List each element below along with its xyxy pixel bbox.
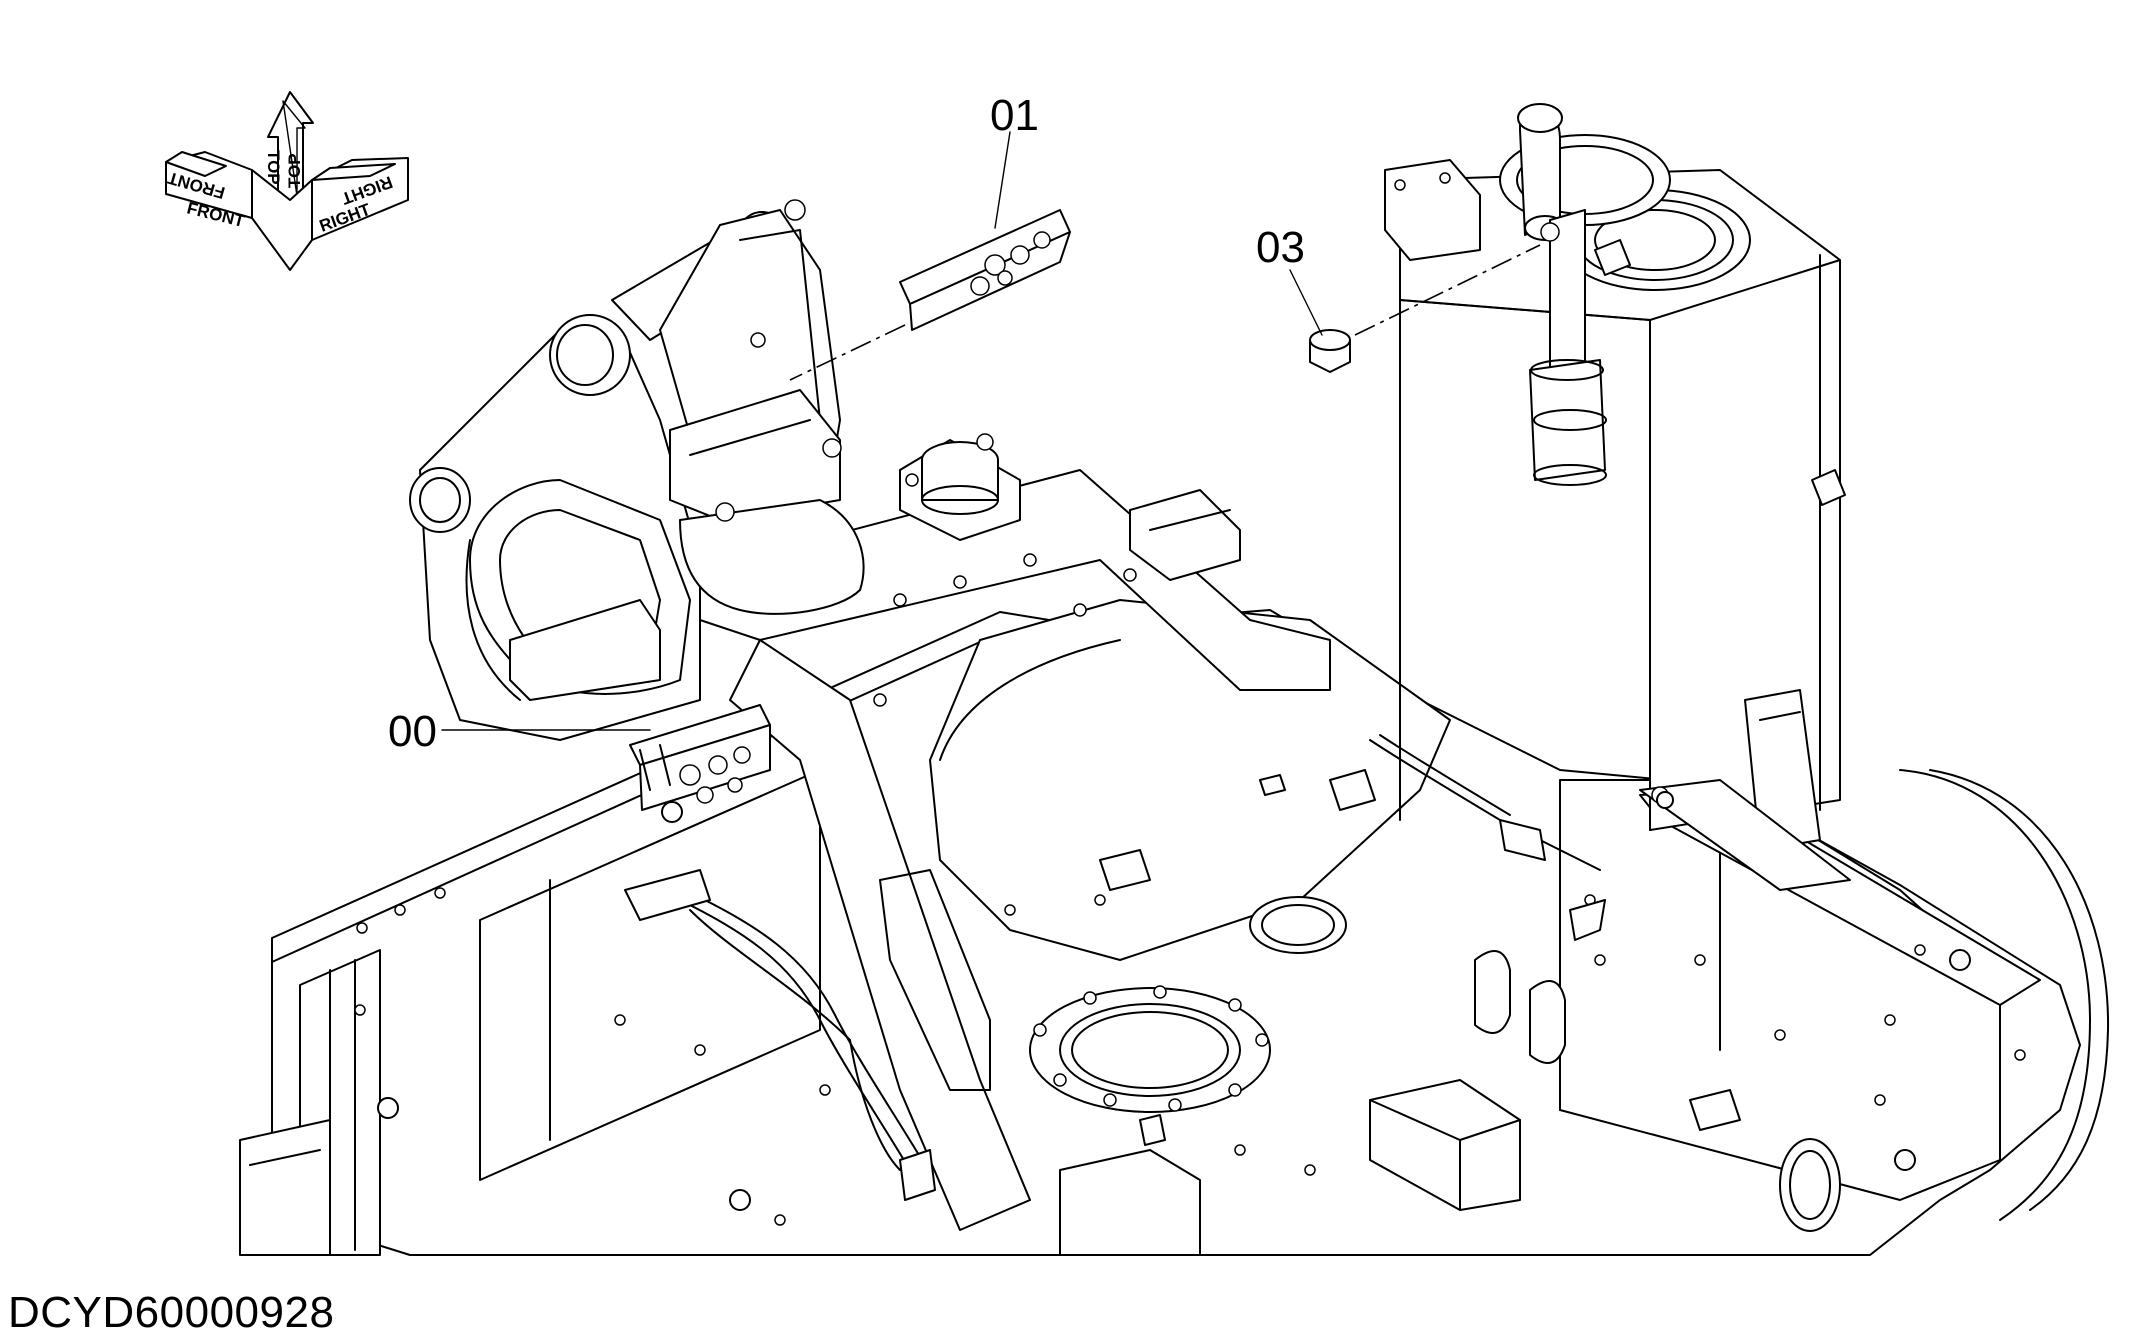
part-00-callout-label: 00 [388, 707, 437, 756]
orientation-compass: FRONT FRONT TOP TOP RIGHT RIGHT [165, 91, 409, 271]
deck-holes [354, 804, 2026, 1226]
part-01-leader [994, 131, 1011, 229]
part-01-decal[interactable] [899, 209, 1071, 331]
part-01-callout-label: 01 [990, 91, 1039, 140]
hydraulic-tank [1384, 103, 1851, 891]
grease-boss [899, 433, 1021, 541]
clips-and-fittings [377, 489, 1971, 1211]
swing-bracket [409, 199, 865, 741]
part-03-leader [1289, 269, 1323, 336]
part-00-group: 00 [388, 704, 771, 811]
part-03-callout-label: 03 [1256, 223, 1305, 272]
part-03-centerline [1354, 244, 1541, 336]
bearing-bolts [1033, 985, 1269, 1112]
part-01-centerline [789, 324, 906, 381]
part-01-group: 01 [789, 91, 1071, 381]
orientation-top-label-mirror: TOP [285, 153, 304, 188]
orientation-top-label: TOP [264, 150, 283, 185]
part-00-decal[interactable] [629, 704, 771, 811]
part-03-group: 03 [1256, 223, 1541, 373]
drawing-id-label: DCYD60000928 [8, 1288, 335, 1337]
part-03-plug[interactable] [1309, 329, 1351, 373]
hoses [624, 734, 1601, 1201]
